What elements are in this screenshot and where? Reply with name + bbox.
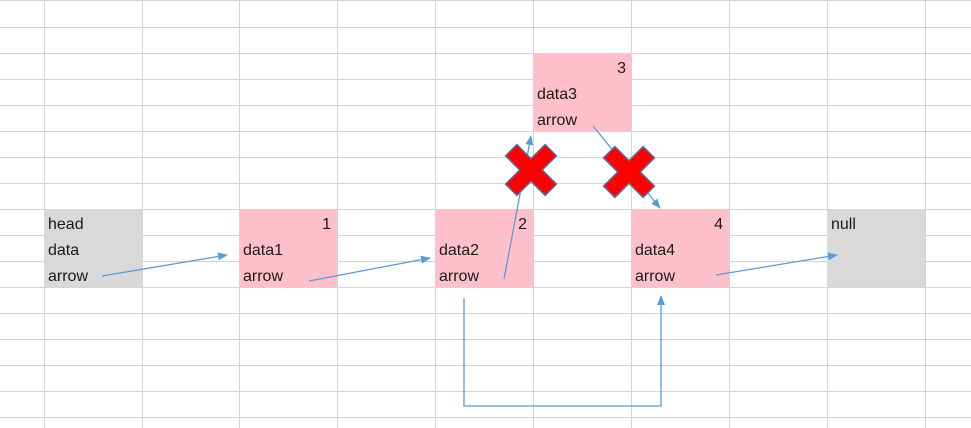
node-3-arrow: arrow [537,112,578,129]
node-3: 3 data3 arrow [533,53,632,131]
arrow-node2-to-node4-bypass [463,295,665,407]
node-1: 1 data1 arrow [239,209,337,287]
cross-mark-icon [602,145,656,199]
node-3-index: 3 [617,60,626,77]
null-label: null [831,216,856,233]
node-4-arrow: arrow [635,268,676,285]
head-node: head data arrow [44,209,142,287]
cross-mark-icon [504,143,558,197]
node-1-data: data1 [243,242,284,259]
head-data-label: data [48,242,80,259]
arrow-head-to-node1 [101,252,228,277]
null-node: null [827,209,925,287]
head-arrow-label: arrow [48,268,89,285]
arrow-node1-to-node2 [308,255,431,282]
node-2-data: data2 [439,242,480,259]
node-2-index: 2 [518,216,527,233]
node-4: 4 data4 arrow [631,209,729,287]
node-4-index: 4 [714,216,723,233]
node-4-data: data4 [635,242,676,259]
head-label: head [48,216,84,233]
node-2: 2 data2 arrow [435,209,533,287]
node-2-arrow: arrow [439,268,480,285]
node-3-data: data3 [537,86,578,103]
node-1-arrow: arrow [243,268,284,285]
node-1-index: 1 [322,216,331,233]
arrow-node4-to-null [715,252,838,276]
